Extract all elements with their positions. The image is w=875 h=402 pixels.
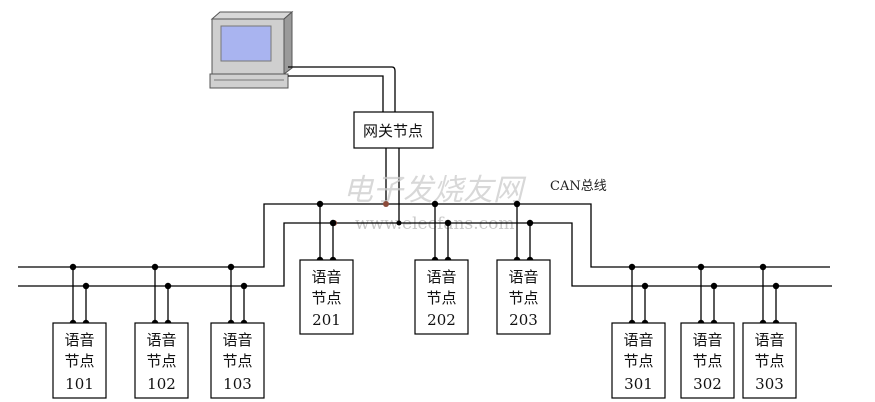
junction-dot bbox=[329, 219, 337, 227]
computer-icon bbox=[209, 10, 294, 89]
node-label-line2: 节点 bbox=[754, 352, 784, 370]
node-id: 203 bbox=[509, 311, 538, 329]
can-low-line bbox=[18, 222, 832, 287]
node-id: 301 bbox=[624, 375, 653, 393]
junction-dot bbox=[697, 263, 705, 271]
node-label-line1: 语音 bbox=[146, 331, 176, 349]
gateway-node: 网关节点 bbox=[353, 111, 434, 149]
junction-dot bbox=[164, 282, 172, 290]
node-label-line1: 语音 bbox=[623, 331, 653, 349]
node-label-line1: 语音 bbox=[64, 331, 94, 349]
node-label-line2: 节点 bbox=[623, 352, 653, 370]
node-id: 101 bbox=[65, 375, 94, 393]
junction-dot bbox=[444, 219, 452, 227]
node-id: 201 bbox=[312, 311, 341, 329]
junction-dot bbox=[628, 263, 636, 271]
junction-dot bbox=[69, 263, 77, 271]
node-label-line1: 语音 bbox=[692, 331, 722, 349]
node-label-line1: 语音 bbox=[311, 268, 341, 286]
node-label-line1: 语音 bbox=[222, 331, 252, 349]
junction-dot bbox=[151, 263, 159, 271]
junction-dot bbox=[513, 200, 521, 208]
node-label-line2: 节点 bbox=[426, 289, 456, 307]
node-label-line2: 节点 bbox=[692, 352, 722, 370]
node-id: 102 bbox=[147, 375, 176, 393]
junction-dot bbox=[759, 263, 767, 271]
junction-dot bbox=[526, 219, 534, 227]
node-label-line1: 语音 bbox=[426, 268, 456, 286]
junction-dot bbox=[227, 263, 235, 271]
node-id: 103 bbox=[223, 375, 252, 393]
junction-dot bbox=[82, 282, 90, 290]
node-label-line1: 语音 bbox=[508, 268, 538, 286]
node-label-line2: 节点 bbox=[64, 352, 94, 370]
node-label-line2: 节点 bbox=[508, 289, 538, 307]
junction-dot bbox=[772, 282, 780, 290]
junction-dot bbox=[641, 282, 649, 290]
node-id: 202 bbox=[427, 311, 456, 329]
junction-dot bbox=[431, 200, 439, 208]
node-label-line2: 节点 bbox=[222, 352, 252, 370]
junction-dot bbox=[240, 282, 248, 290]
node-label-line2: 节点 bbox=[146, 352, 176, 370]
node-id: 303 bbox=[755, 375, 784, 393]
node-id: 302 bbox=[693, 375, 722, 393]
node-label-line1: 语音 bbox=[754, 331, 784, 349]
gateway-label: 网关节点 bbox=[363, 122, 423, 140]
junction-dot bbox=[710, 282, 718, 290]
node-label-line2: 节点 bbox=[311, 289, 341, 307]
junction-dot bbox=[316, 200, 324, 208]
can-bus-label: CAN总线 bbox=[550, 179, 607, 194]
